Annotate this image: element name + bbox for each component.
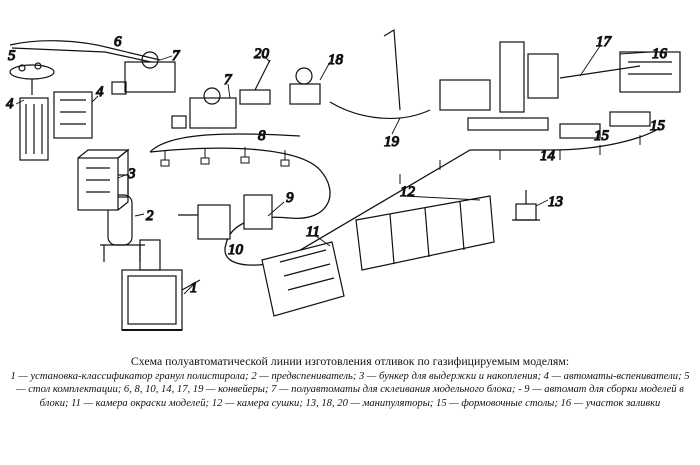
label-item-3: 3 bbox=[127, 166, 136, 182]
label-item-2: 2 bbox=[146, 208, 154, 224]
label-item-11: 11 bbox=[306, 224, 320, 240]
label-item-7-mid: 7 bbox=[224, 72, 233, 88]
manipulator-13 bbox=[512, 190, 540, 221]
label-item-7-top: 7 bbox=[172, 48, 181, 64]
label-item-16: 16 bbox=[652, 46, 668, 62]
label-item-10: 10 bbox=[228, 242, 244, 258]
storage-hopper bbox=[77, 148, 130, 211]
label-item-9: 9 bbox=[286, 190, 294, 206]
label-item-15-right: 15 bbox=[650, 118, 666, 134]
classifier-unit bbox=[121, 239, 201, 331]
conveyor-6 bbox=[9, 40, 161, 61]
label-item-15-mid: 15 bbox=[594, 128, 610, 144]
caption-title: Схема полуавтоматической линии изготовле… bbox=[130, 354, 570, 368]
conveyor-17 bbox=[559, 65, 641, 79]
manipulator-18 bbox=[289, 67, 321, 105]
leader-lines bbox=[15, 45, 651, 295]
conveyor-hooks bbox=[160, 135, 641, 184]
figure-caption: Схема полуавтоматической линии изготовле… bbox=[8, 354, 692, 410]
label-item-17: 17 bbox=[596, 34, 613, 50]
label-item-4-right: 4 bbox=[96, 84, 104, 100]
label-item-1: 1 bbox=[190, 280, 198, 296]
conveyor-19 bbox=[329, 101, 431, 119]
caption-legend: 1 — установка-классификатор гранул полис… bbox=[10, 370, 690, 409]
label-item-13: 13 bbox=[548, 194, 563, 210]
label-item-12: 12 bbox=[400, 184, 416, 200]
conveyor-upper bbox=[149, 133, 301, 153]
gluing-automat-b bbox=[171, 87, 237, 129]
label-item-20: 20 bbox=[254, 46, 270, 62]
assembly-table bbox=[9, 62, 55, 95]
drying-chamber bbox=[355, 195, 495, 271]
label-item-14: 14 bbox=[540, 148, 556, 164]
gluing-automat-a bbox=[111, 51, 176, 95]
manipulator-20 bbox=[239, 59, 271, 105]
label-item-4-left: 4 bbox=[6, 96, 14, 112]
label-item-18: 18 bbox=[328, 52, 344, 68]
label-item-8: 8 bbox=[258, 128, 266, 144]
item-labels: 1 2 3 4 4 5 6 7 7 8 9 10 11 12 13 14 15 … bbox=[5, 33, 668, 296]
silo-block bbox=[383, 28, 559, 113]
label-item-5: 5 bbox=[8, 48, 16, 64]
label-item-6: 6 bbox=[114, 34, 122, 50]
label-item-19: 19 bbox=[384, 134, 400, 150]
pouring-section bbox=[619, 51, 681, 93]
production-line-diagram: 1 2 3 4 4 5 6 7 7 8 9 10 11 12 13 14 15 … bbox=[5, 28, 681, 331]
painting-chamber bbox=[261, 241, 345, 317]
block-assembly-automat bbox=[178, 194, 273, 240]
moulding-tables bbox=[467, 111, 651, 139]
expansion-automats bbox=[19, 91, 93, 161]
